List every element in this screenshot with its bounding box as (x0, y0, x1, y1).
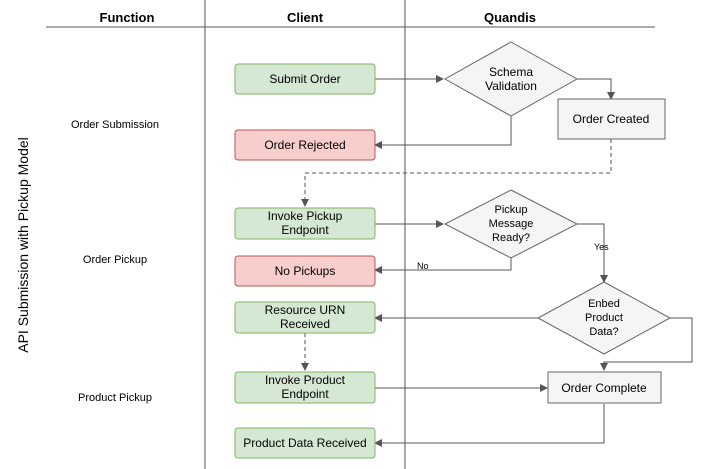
edge-schema-to-created (577, 78, 615, 100)
svg-text:Product Data Received: Product Data Received (243, 436, 366, 450)
svg-text:Resource URN: Resource URN (265, 303, 346, 317)
edge-embed-to-complete (600, 317, 693, 371)
edge-schema-to-rejected (374, 116, 512, 149)
node-resource-urn-received: Resource URN Received (234, 301, 376, 334)
svg-text:Schema: Schema (489, 65, 533, 79)
svg-text:Invoke Product: Invoke Product (265, 373, 346, 387)
node-schema-validation: Schema Validation (443, 41, 579, 117)
node-embed-product-data: Enbed Product Data? (536, 281, 672, 355)
svg-text:Invoke Pickup: Invoke Pickup (268, 209, 343, 223)
connectors (301, 75, 693, 447)
svg-text:Submit Order: Submit Order (269, 72, 340, 86)
row-label-order-pickup: Order Pickup (83, 254, 147, 266)
svg-text:Enbed: Enbed (588, 298, 620, 310)
node-order-rejected: Order Rejected (234, 129, 376, 161)
side-title: API Submission with Pickup Model (15, 137, 31, 353)
column-header-quandis: Quandis (484, 10, 536, 25)
svg-text:Endpoint: Endpoint (281, 223, 329, 237)
svg-text:Message: Message (489, 218, 534, 230)
row-label-product-pickup: Product Pickup (78, 392, 152, 404)
svg-text:Ready?: Ready? (492, 232, 530, 244)
edge-label-no: No (417, 261, 429, 271)
node-order-complete: Order Complete (547, 371, 662, 404)
svg-text:Product: Product (585, 312, 623, 324)
edge-created-to-invoke-pickup (301, 139, 612, 207)
edge-label-yes: Yes (594, 242, 609, 252)
node-invoke-product-endpoint: Invoke Product Endpoint (234, 371, 376, 404)
svg-text:Received: Received (280, 317, 330, 331)
node-no-pickups: No Pickups (234, 255, 376, 287)
svg-text:Order Rejected: Order Rejected (264, 138, 345, 152)
node-product-data-received: Product Data Received (234, 427, 376, 459)
edge-pickup-ready-yes (577, 223, 608, 283)
edge-pickup-ready-no (374, 258, 512, 274)
row-label-order-submission: Order Submission (71, 119, 159, 131)
column-header-client: Client (287, 10, 324, 25)
svg-text:Endpoint: Endpoint (281, 387, 329, 401)
column-header-function: Function (100, 10, 155, 25)
svg-text:Validation: Validation (485, 79, 537, 93)
node-pickup-message-ready: Pickup Message Ready? (443, 189, 579, 259)
swimlane-grid (46, 0, 655, 469)
svg-text:Order Created: Order Created (573, 112, 650, 126)
node-submit-order: Submit Order (234, 63, 376, 95)
svg-text:No Pickups: No Pickups (275, 264, 336, 278)
svg-text:Pickup: Pickup (494, 204, 527, 216)
edge-complete-to-product-data (374, 404, 605, 447)
svg-text:Order Complete: Order Complete (561, 381, 647, 395)
svg-text:Data?: Data? (589, 326, 618, 338)
node-order-created: Order Created (557, 98, 666, 140)
node-invoke-pickup-endpoint: Invoke Pickup Endpoint (234, 207, 376, 240)
